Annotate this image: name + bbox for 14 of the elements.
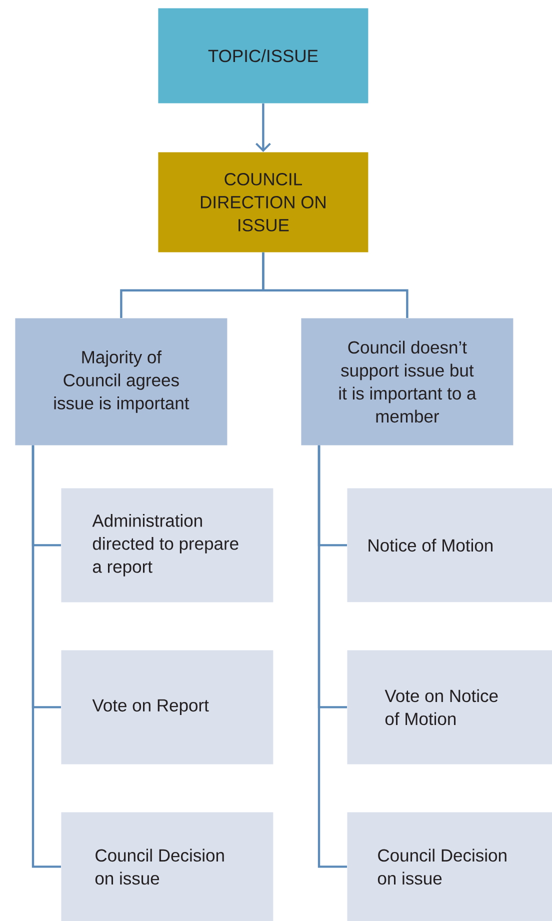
connector [32, 445, 61, 868]
step-box: Vote on Report [61, 650, 274, 764]
connector [318, 445, 347, 868]
step-box: Administration directed to prepare a report [61, 488, 274, 602]
connector [262, 252, 408, 318]
connector [256, 103, 271, 152]
branch-box: Majority of Council agrees issue is important [15, 318, 228, 446]
step-box: Vote on Notice of Motion [347, 650, 552, 764]
topic-box: TOPIC/ISSUE [158, 8, 368, 104]
step-box: Council Decision on issue [347, 812, 552, 921]
step-box: Notice of Motion [347, 488, 552, 602]
direction-box: COUNCIL DIRECTION ON ISSUE [158, 152, 368, 252]
branch-box: Council doesn’t support issue but it is important to a member [301, 318, 514, 446]
step-box: Council Decision on issue [61, 812, 274, 921]
